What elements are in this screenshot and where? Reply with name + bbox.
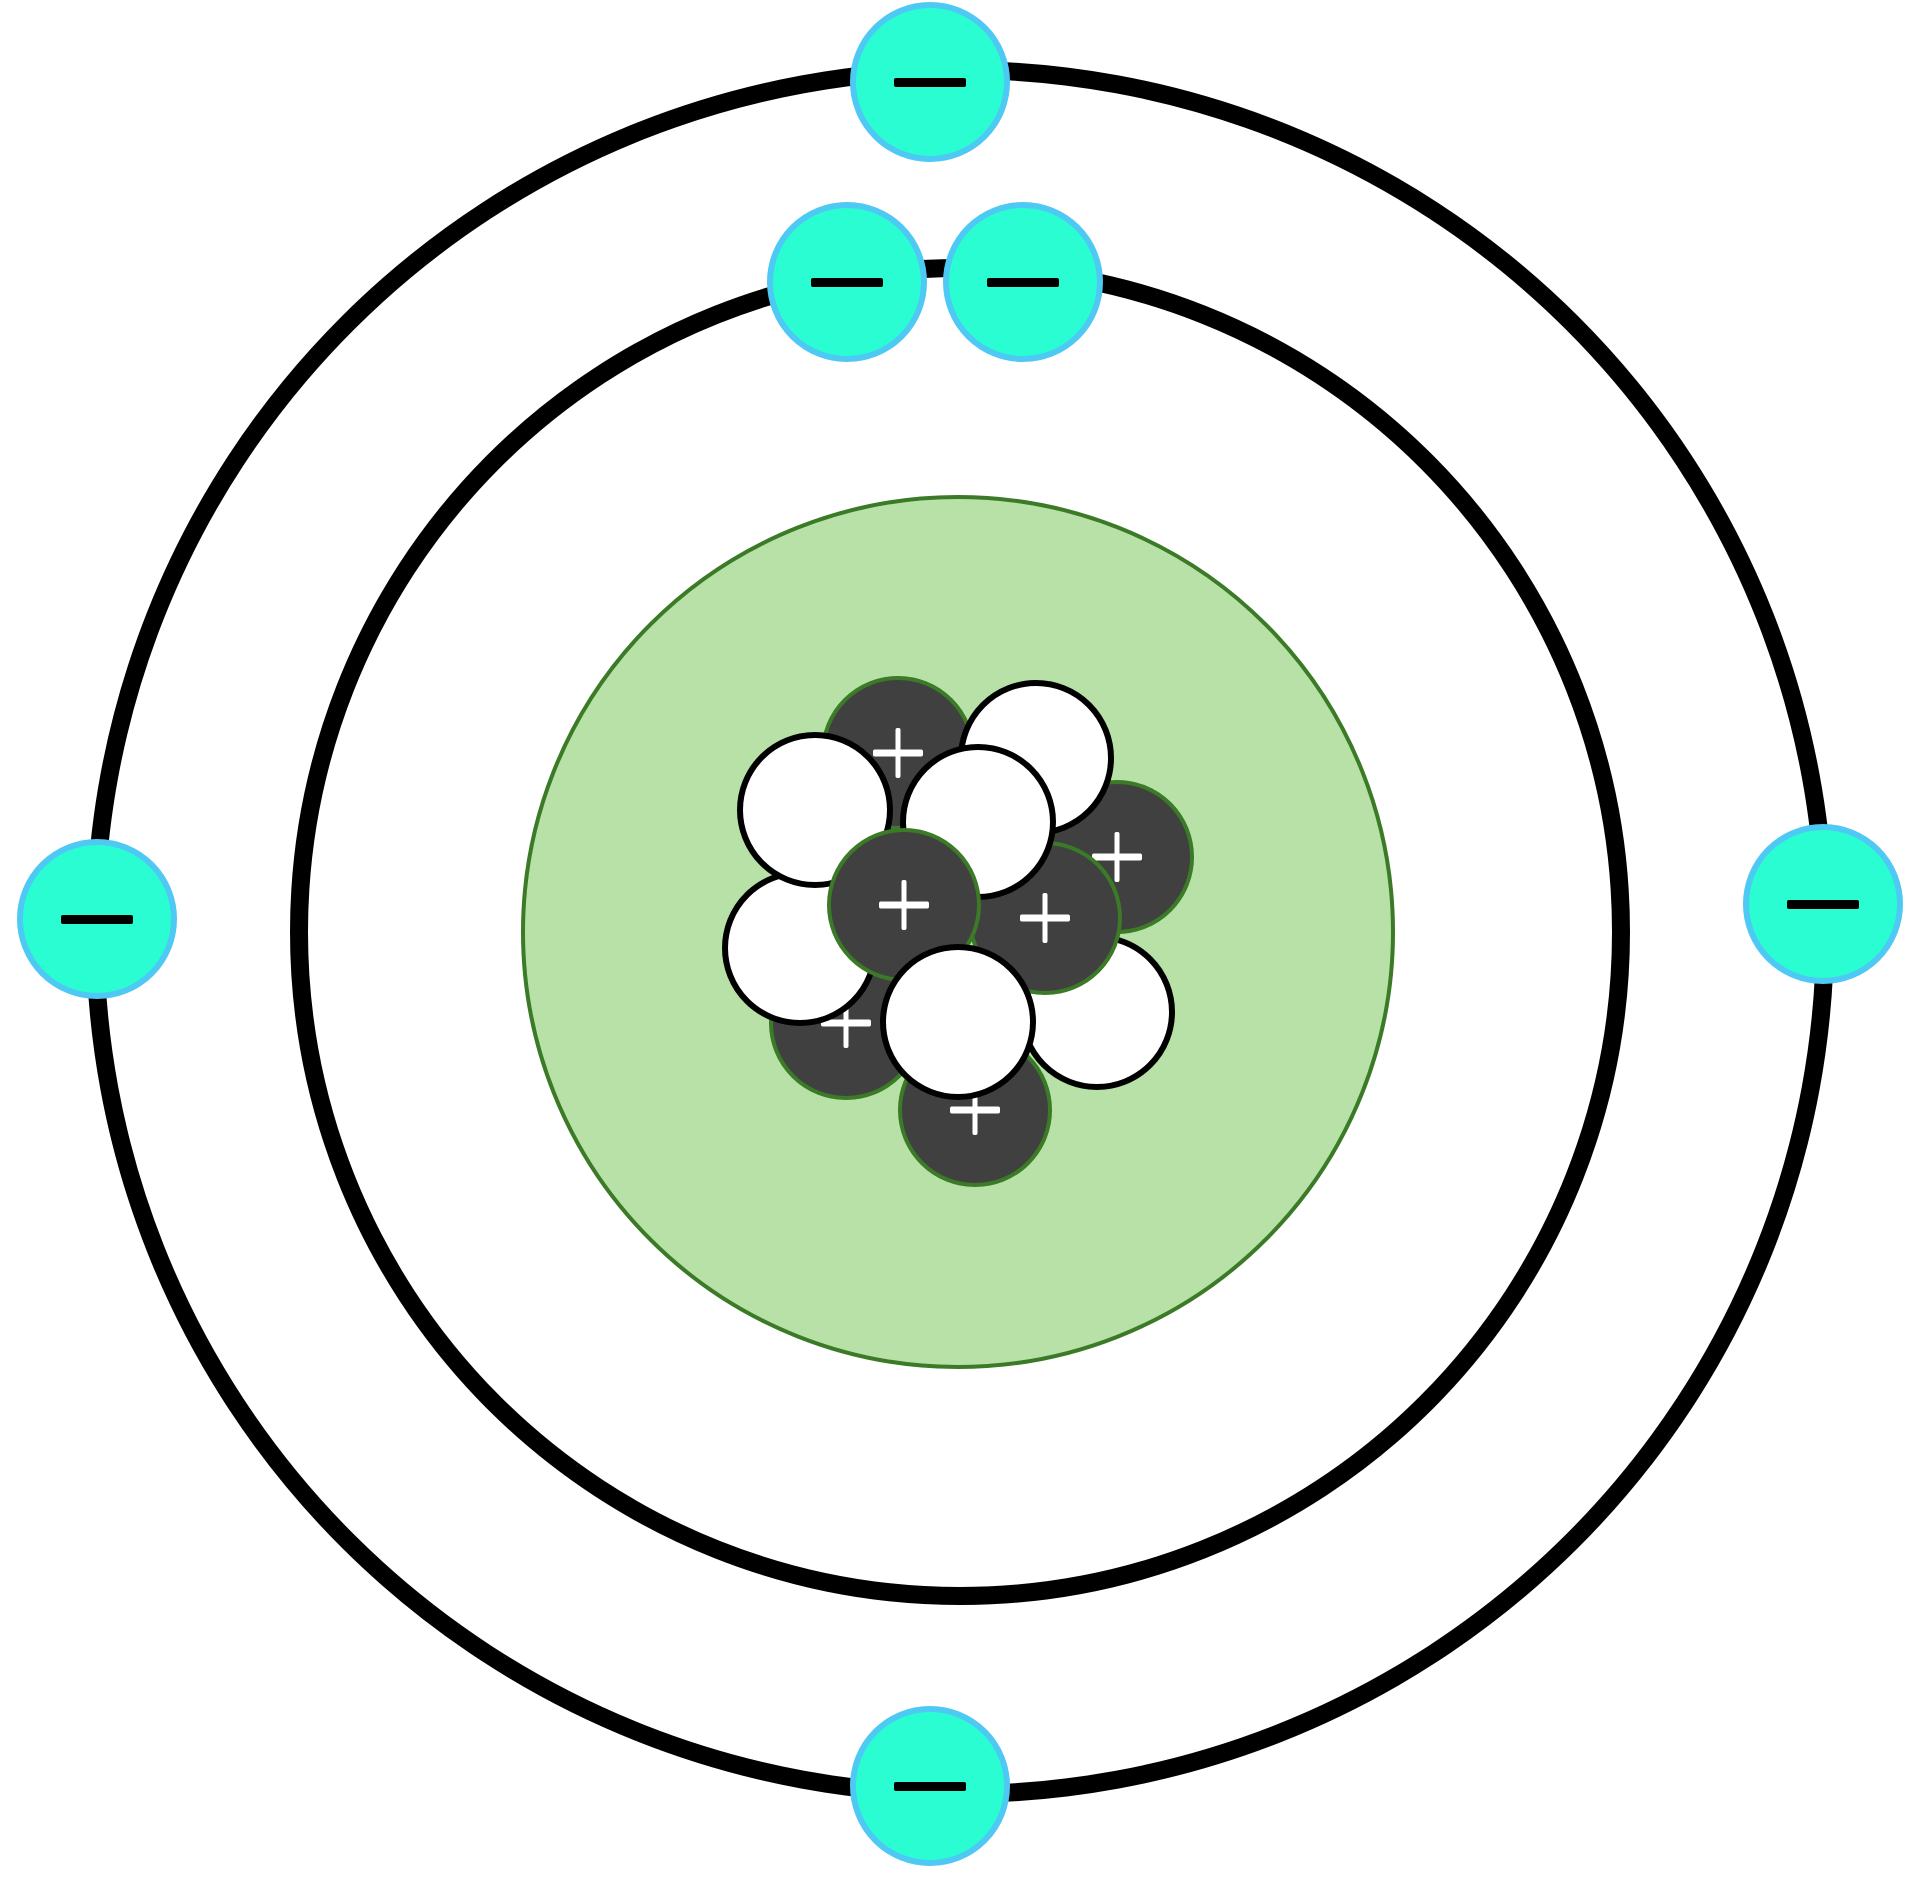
- plus-sign-icon: [1020, 893, 1070, 943]
- plus-sign-icon: [873, 728, 923, 778]
- inner-shell-electron-1: [767, 202, 927, 362]
- minus-sign-icon: [894, 1782, 966, 1791]
- minus-sign-icon: [1787, 900, 1859, 909]
- neutron-6: [880, 944, 1036, 1100]
- outer-shell-electron-5: [1743, 824, 1903, 984]
- outer-shell-electron-4: [17, 839, 177, 999]
- neutron-5: [737, 732, 893, 888]
- minus-sign-icon: [61, 915, 133, 924]
- plus-sign-icon: [1092, 832, 1142, 882]
- plus-sign-icon: [879, 880, 929, 930]
- nucleus-particles: [722, 676, 1194, 1187]
- electrons: [17, 2, 1903, 1866]
- inner-shell-electron-2: [943, 202, 1103, 362]
- outer-shell-electron-3: [850, 2, 1010, 162]
- minus-sign-icon: [894, 78, 966, 87]
- outer-shell-electron-6: [850, 1706, 1010, 1866]
- minus-sign-icon: [987, 278, 1059, 287]
- minus-sign-icon: [811, 278, 883, 287]
